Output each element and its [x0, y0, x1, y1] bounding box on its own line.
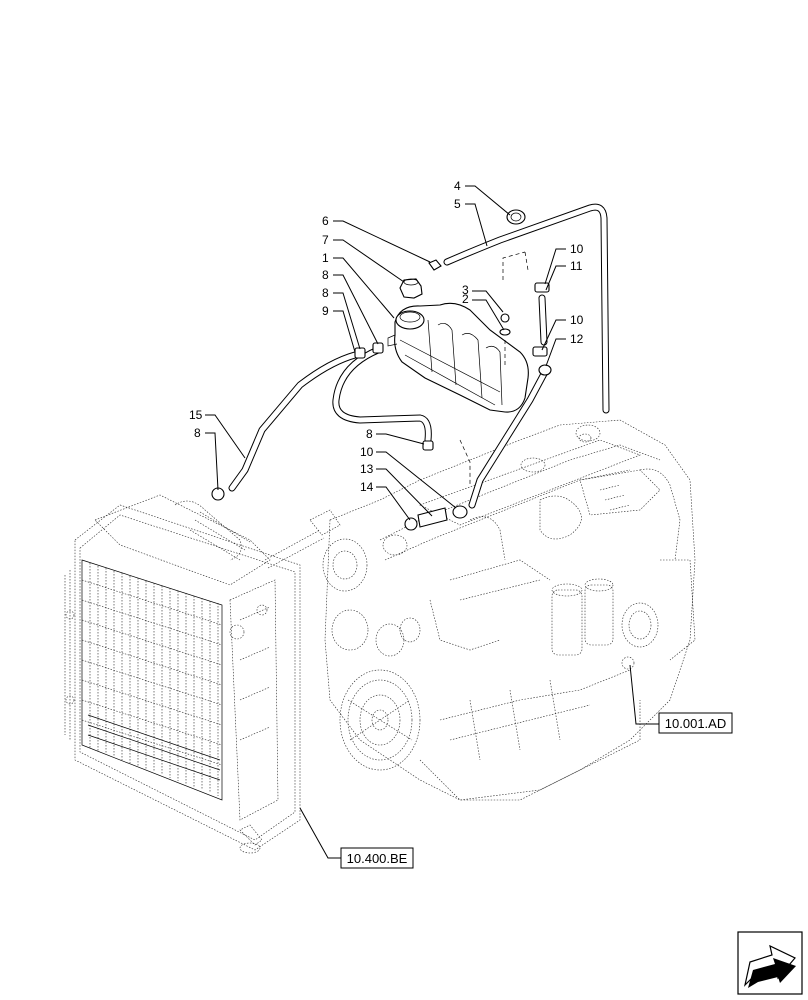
clamp-4 [506, 209, 526, 225]
clamps [211, 209, 552, 531]
callout-5: 5 [454, 197, 461, 211]
callout-10: 10 [570, 313, 584, 327]
reference-radiator[interactable]: 10.400.BE [340, 847, 414, 869]
callout-3: 3 [462, 283, 469, 297]
leader-lines [205, 185, 659, 859]
expansion-tank [387, 302, 529, 413]
callout-13: 13 [360, 462, 374, 476]
callout-10: 10 [360, 445, 374, 459]
callout-11: 11 [570, 259, 583, 273]
callout-8: 8 [194, 426, 201, 440]
callout-15: 15 [189, 408, 203, 422]
callout-6: 6 [322, 214, 329, 228]
callout-labels: 4 5 6 7 1 8 8 9 3 2 10 11 10 12 15 8 8 1… [189, 179, 584, 494]
next-page-arrow-icon[interactable] [737, 931, 803, 995]
callout-2: 2 [462, 292, 469, 306]
callout-9: 9 [322, 304, 329, 318]
radiator-core [81, 559, 223, 801]
callout-1: 1 [322, 251, 329, 265]
radiator-assembly [64, 494, 341, 854]
callout-8: 8 [366, 427, 373, 441]
hoses [228, 203, 610, 509]
fitting-6 [428, 259, 442, 271]
callout-12: 12 [570, 332, 584, 346]
reference-engine-label[interactable]: 10.001.AD [665, 716, 726, 731]
callout-7: 7 [322, 233, 329, 247]
callout-4: 4 [454, 179, 461, 193]
reference-engine[interactable]: 10.001.AD [658, 712, 733, 734]
engine-assembly [322, 419, 696, 801]
callout-8: 8 [322, 286, 329, 300]
reference-radiator-label[interactable]: 10.400.BE [347, 851, 408, 866]
callout-8: 8 [322, 268, 329, 282]
callout-14: 14 [360, 480, 374, 494]
callout-10: 10 [570, 242, 584, 256]
